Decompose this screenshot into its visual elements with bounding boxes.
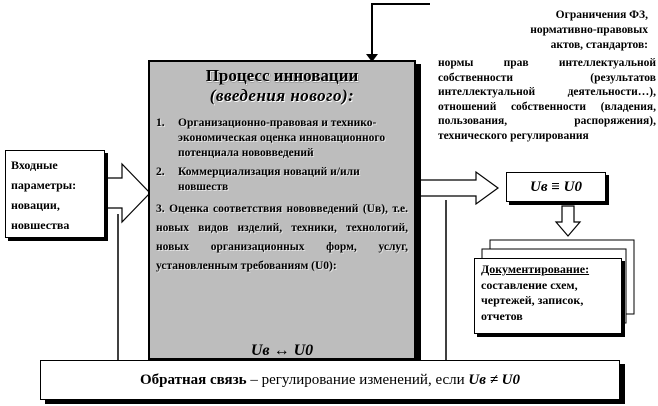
process-step-2: 2. Коммерциализация новаций и/или новшес…	[156, 165, 408, 195]
process-step-3: 3. Оценка соответствия нововведений (Uв)…	[156, 200, 408, 276]
input-line-1: Входные	[11, 158, 58, 172]
down-arrow	[554, 205, 582, 237]
input-parameters-box: Входные параметры: новации, новшества	[5, 150, 105, 238]
process-subtitle: (введения нового):	[209, 86, 355, 105]
documentation-line-3: отчетов	[481, 308, 523, 323]
documentation-title: Документирование:	[481, 262, 590, 276]
feedback-label: Обратная связь	[139, 372, 247, 388]
output-arrow	[419, 170, 500, 206]
step-1-text: Организационно-правовая и технико-эконом…	[178, 117, 386, 159]
step-3-text: Оценка соответствия нововведений (Uв), т…	[156, 203, 408, 272]
constraints-title: Ограничения ФЗ, нормативно-правовых акто…	[430, 8, 648, 53]
constraints-arrowhead	[366, 54, 378, 62]
feedback-formula: Uв ≠ U0	[468, 372, 521, 388]
input-arrow	[99, 162, 151, 224]
input-line-3: новации,	[11, 198, 60, 212]
documentation-box: Документирование: составление схем, черт…	[474, 258, 622, 334]
documentation-line-1: составление схем,	[481, 277, 578, 292]
feedback-text: – регулирование изменений, если	[246, 372, 469, 388]
process-title: Процесс инновации	[205, 66, 359, 85]
step-2-text: Коммерциализация новаций и/или новшеств	[178, 166, 360, 193]
input-line-2: параметры:	[11, 178, 77, 192]
feedback-box: Обратная связь – регулирование изменений…	[40, 360, 620, 400]
step-1-number: 1.	[156, 117, 165, 129]
step-2-number: 2.	[156, 166, 165, 178]
process-formula: Uв ↔ U0	[250, 342, 314, 359]
innovation-process-box: Процесс инновации (введения нового): 1. …	[148, 60, 416, 360]
constraints-title-line-2: нормативно-правовых	[530, 24, 648, 36]
constraints-title-line-3: актов, стандартов:	[550, 39, 648, 51]
comparison-box: Uв ≡ U0	[506, 172, 606, 202]
constraints-connector	[371, 3, 430, 60]
process-step-1: 1. Организационно-правовая и технико-эко…	[156, 116, 408, 161]
step-3-number: 3.	[156, 203, 165, 215]
documentation-line-2: чертежей, записок,	[481, 293, 584, 307]
constraints-title-line-1: Ограничения ФЗ,	[555, 9, 648, 21]
input-line-4: новшества	[11, 218, 70, 232]
constraints-body: нормы прав интеллектуальной собственност…	[438, 57, 656, 142]
